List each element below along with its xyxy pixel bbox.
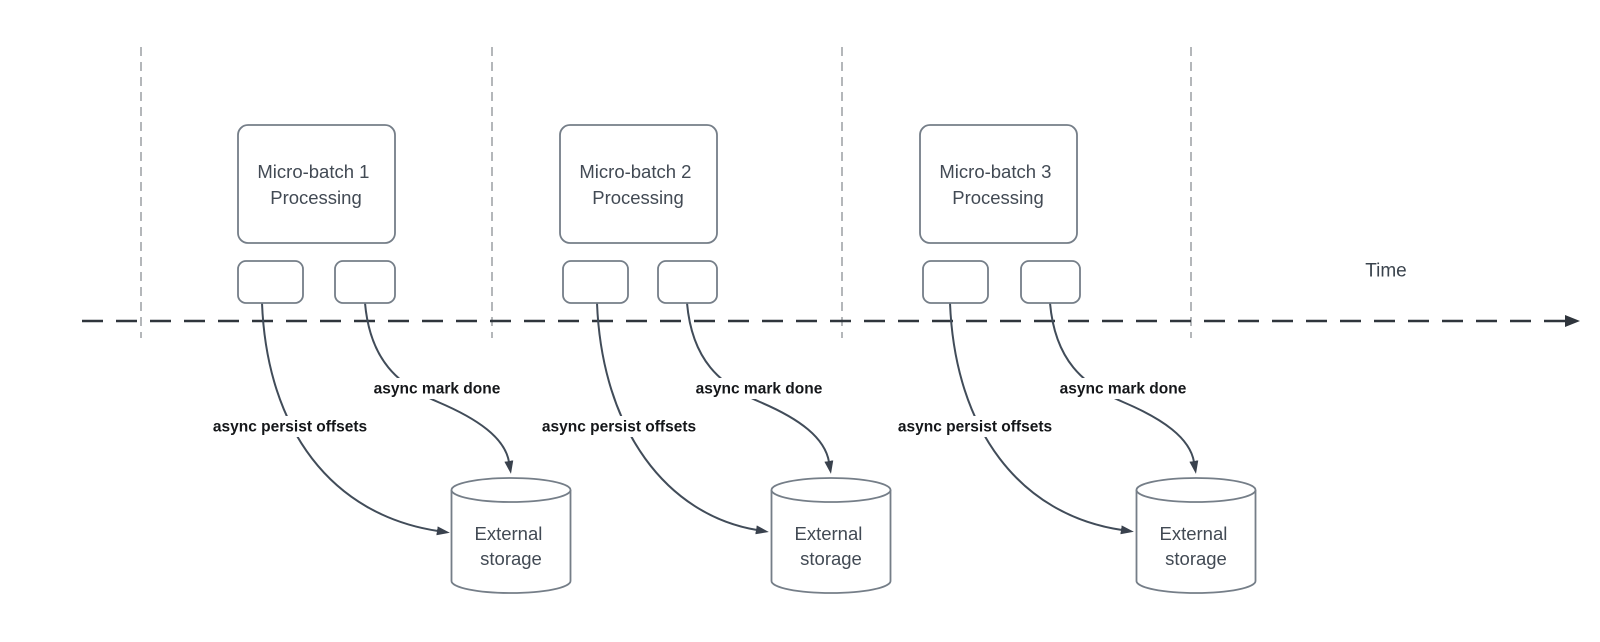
persist-offsets-task-box-2 xyxy=(562,260,629,304)
external-storage-cylinder-1: External storage xyxy=(450,477,572,594)
async-persist-offsets-arrow-2 xyxy=(596,302,769,535)
cylinder-body xyxy=(1135,490,1257,594)
micro-batch-1-processing-label: Micro-batch 1 Processing xyxy=(257,161,374,208)
micro-batch-1-section: Micro-batch 1 Processing async persist o… xyxy=(200,124,572,594)
cylinder-body xyxy=(770,490,892,594)
micro-batch-2-section: Micro-batch 2 Processing async persist o… xyxy=(529,124,892,594)
external-storage-cylinder-3: External storage xyxy=(1135,477,1257,594)
persist-offsets-task-box-3 xyxy=(922,260,989,304)
cylinder-top xyxy=(450,477,572,503)
micro-batch-3-processing-label: Micro-batch 3 Processing xyxy=(939,161,1056,208)
mark-done-task-box-2 xyxy=(657,260,718,304)
async-mark-done-arrow-1 xyxy=(364,302,514,474)
external-storage-label-2: External storage xyxy=(794,523,867,569)
micro-batch-2-processing-box xyxy=(559,124,718,244)
cylinder-top xyxy=(1135,477,1257,503)
mark-done-task-box-3 xyxy=(1020,260,1081,304)
label-background xyxy=(200,416,380,437)
micro-batch-2-processing-label: Micro-batch 2 Processing xyxy=(579,161,696,208)
label-background xyxy=(362,378,512,399)
cylinder-body xyxy=(450,490,572,594)
async-persist-offsets-label-2: async persist offsets xyxy=(542,419,696,436)
mark-done-task-box-1 xyxy=(334,260,396,304)
label-background xyxy=(684,378,834,399)
external-storage-cylinder-2: External storage xyxy=(770,477,892,594)
async-persist-offsets-label-3: async persist offsets xyxy=(898,419,1052,436)
label-background xyxy=(885,416,1065,437)
time-axis-label: Time xyxy=(1365,261,1407,282)
micro-batch-3-section: Micro-batch 3 Processing async persist o… xyxy=(885,124,1257,594)
async-persist-offsets-label-1: async persist offsets xyxy=(213,419,367,436)
time-axis: Time xyxy=(82,261,1580,327)
external-storage-label-3: External storage xyxy=(1159,523,1232,569)
async-persist-offsets-arrow-1 xyxy=(261,302,450,536)
async-persist-offsets-arrow-3 xyxy=(949,302,1134,535)
timeline-guides xyxy=(140,47,1192,338)
persist-offsets-task-box-1 xyxy=(237,260,304,304)
micro-batch-3-processing-box xyxy=(919,124,1078,244)
micro-batch-1-processing-box xyxy=(237,124,396,244)
cylinder-top xyxy=(770,477,892,503)
async-mark-done-arrow-2 xyxy=(686,302,834,474)
async-mark-done-arrow-3 xyxy=(1049,302,1199,474)
label-background xyxy=(1048,378,1198,399)
external-storage-label-1: External storage xyxy=(474,523,547,569)
async-mark-done-label-1: async mark done xyxy=(374,381,501,398)
async-mark-done-label-2: async mark done xyxy=(696,381,823,398)
async-mark-done-label-3: async mark done xyxy=(1060,381,1187,398)
label-background xyxy=(529,416,709,437)
